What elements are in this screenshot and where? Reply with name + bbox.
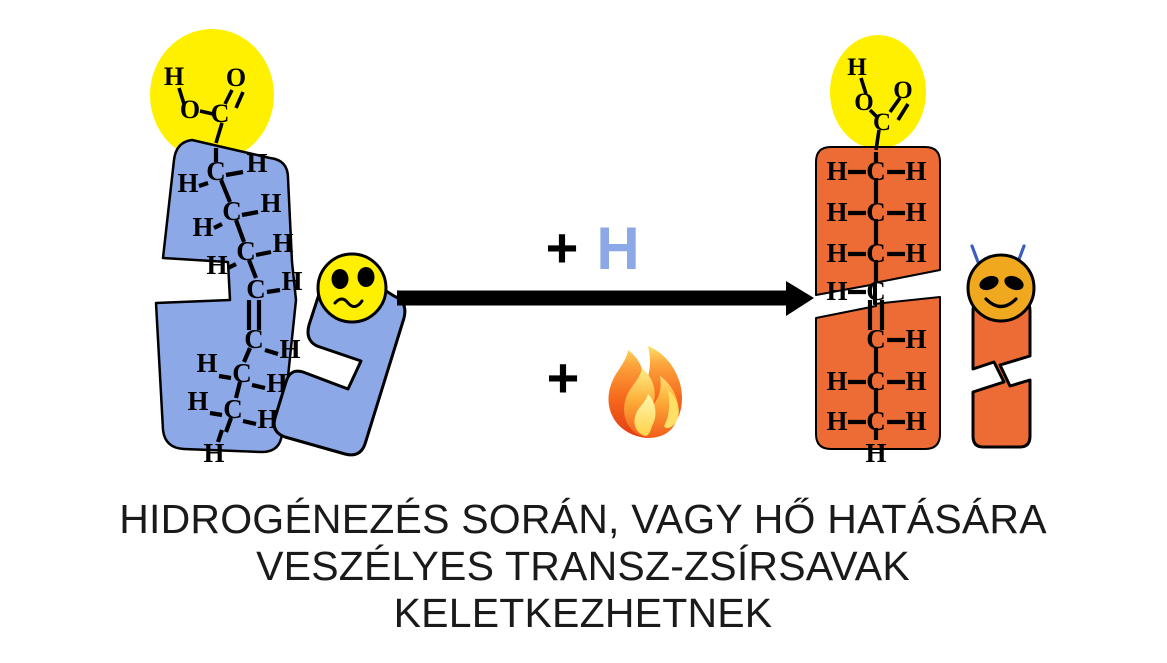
left-cis-body-shape xyxy=(154,138,298,454)
left-chain-h-right-1: H xyxy=(246,148,267,178)
devil-horn-left xyxy=(970,244,980,264)
left-backbone-bonds xyxy=(213,148,262,433)
left-carboxyl-hydroxyl-o-label: O xyxy=(180,95,200,124)
plus-sign-hydrogen: + xyxy=(546,216,579,279)
left-chain-h-left-3: H xyxy=(206,250,227,280)
right-chain-h-left-3: H xyxy=(826,238,847,268)
right-chain-h-right-5: H xyxy=(905,324,926,354)
right-chain-h-right-6: H xyxy=(905,366,926,396)
right-chain-h-right-3: H xyxy=(905,238,926,268)
left-cis-molecule-group: H O C O C H H xyxy=(150,29,303,468)
left-carboxyl-double-o-label: O xyxy=(226,63,246,92)
right-carboxyl-h-label: H xyxy=(847,54,867,81)
left-character-eye-right xyxy=(357,267,375,287)
devil-eye-left xyxy=(979,275,999,291)
left-chain-h-right-5: H xyxy=(279,334,300,364)
right-chain-h-left-6: H xyxy=(826,366,847,396)
left-chain-c-7: C xyxy=(223,394,243,424)
reaction-arrow-head xyxy=(786,281,814,316)
reaction-arrow-group xyxy=(397,281,814,316)
left-chain-c-6: C xyxy=(232,358,252,388)
left-chain-c-3: C xyxy=(236,236,256,266)
right-chain-h-left-1: H xyxy=(826,156,847,186)
left-chain-h-left-6: H xyxy=(196,348,217,378)
right-chain-c-1: C xyxy=(866,156,886,186)
hydrogen-catalyst-label: H xyxy=(596,215,639,282)
right-chain-h-right-2: H xyxy=(905,197,926,227)
devil-mouth xyxy=(984,297,1018,309)
right-trans-molecule-group: H O C O C H H C xyxy=(815,35,941,468)
right-backbone-bonds xyxy=(867,152,885,440)
right-trans-body-shape xyxy=(815,146,941,450)
right-character-head xyxy=(966,253,1036,323)
caption-line-1: HIDROGÉNEZÉS SORÁN, VAGY HŐ HATÁSÁRA xyxy=(119,496,1047,542)
left-chain-c-4: C xyxy=(246,274,266,304)
caption-line-3: KELETKEZHETNEK xyxy=(394,590,773,636)
right-carboxyl-head-circle xyxy=(830,35,926,149)
left-character-mouth xyxy=(333,297,364,308)
right-character-group xyxy=(966,244,1036,449)
right-carboxyl-bonds xyxy=(859,77,910,151)
right-chain-c-7: C xyxy=(866,406,886,436)
right-carboxyl-double-o-label: O xyxy=(893,77,912,104)
right-chain-c-4: C xyxy=(866,276,886,306)
devil-eye-right xyxy=(1004,275,1024,291)
right-chain-h-right-7: H xyxy=(905,406,926,436)
right-chain-h-left-4: H xyxy=(826,276,847,306)
left-carboxyl-h-label: H xyxy=(164,62,184,91)
left-character-group xyxy=(272,252,407,457)
left-chain-h-left-1: H xyxy=(177,168,198,198)
right-carboxyl-hydroxyl-o-label: O xyxy=(854,89,873,116)
right-carboxyl-c-label: C xyxy=(873,109,891,136)
fire-emoji-icon xyxy=(608,346,682,438)
plus-sign-heat: + xyxy=(547,346,580,409)
right-chain-h-right-1: H xyxy=(905,156,926,186)
caption-line-2: VESZÉLYES TRANSZ-ZSÍRSAVAK xyxy=(256,543,910,589)
right-terminal-h: H xyxy=(865,438,886,468)
left-character-eye-left xyxy=(331,269,349,289)
right-chain-c-6: C xyxy=(866,366,886,396)
left-carboxyl-head-circle xyxy=(150,29,274,161)
right-chain-c-5: C xyxy=(866,324,886,354)
left-chain-h-right-3: H xyxy=(272,228,293,258)
left-chain-c-5: C xyxy=(244,324,264,354)
left-character-head xyxy=(316,252,388,324)
left-chain-h-right-2: H xyxy=(260,188,281,218)
left-carboxyl-bonds xyxy=(177,87,245,144)
left-terminal-h: H xyxy=(203,438,224,468)
right-chain-h-left-2: H xyxy=(826,197,847,227)
left-carboxyl-c-label: C xyxy=(211,99,230,128)
left-chain-h-left-2: H xyxy=(192,212,213,242)
left-chain-h-left-7: H xyxy=(187,386,208,416)
left-chain-c-2: C xyxy=(222,196,242,226)
right-chain-c-2: C xyxy=(866,197,886,227)
left-chain-h-right-4: H xyxy=(281,266,302,296)
right-chain-h-left-7: H xyxy=(826,406,847,436)
right-character-body xyxy=(971,298,1032,449)
right-chain-c-3: C xyxy=(866,238,886,268)
left-chain-c-1: C xyxy=(206,156,226,186)
